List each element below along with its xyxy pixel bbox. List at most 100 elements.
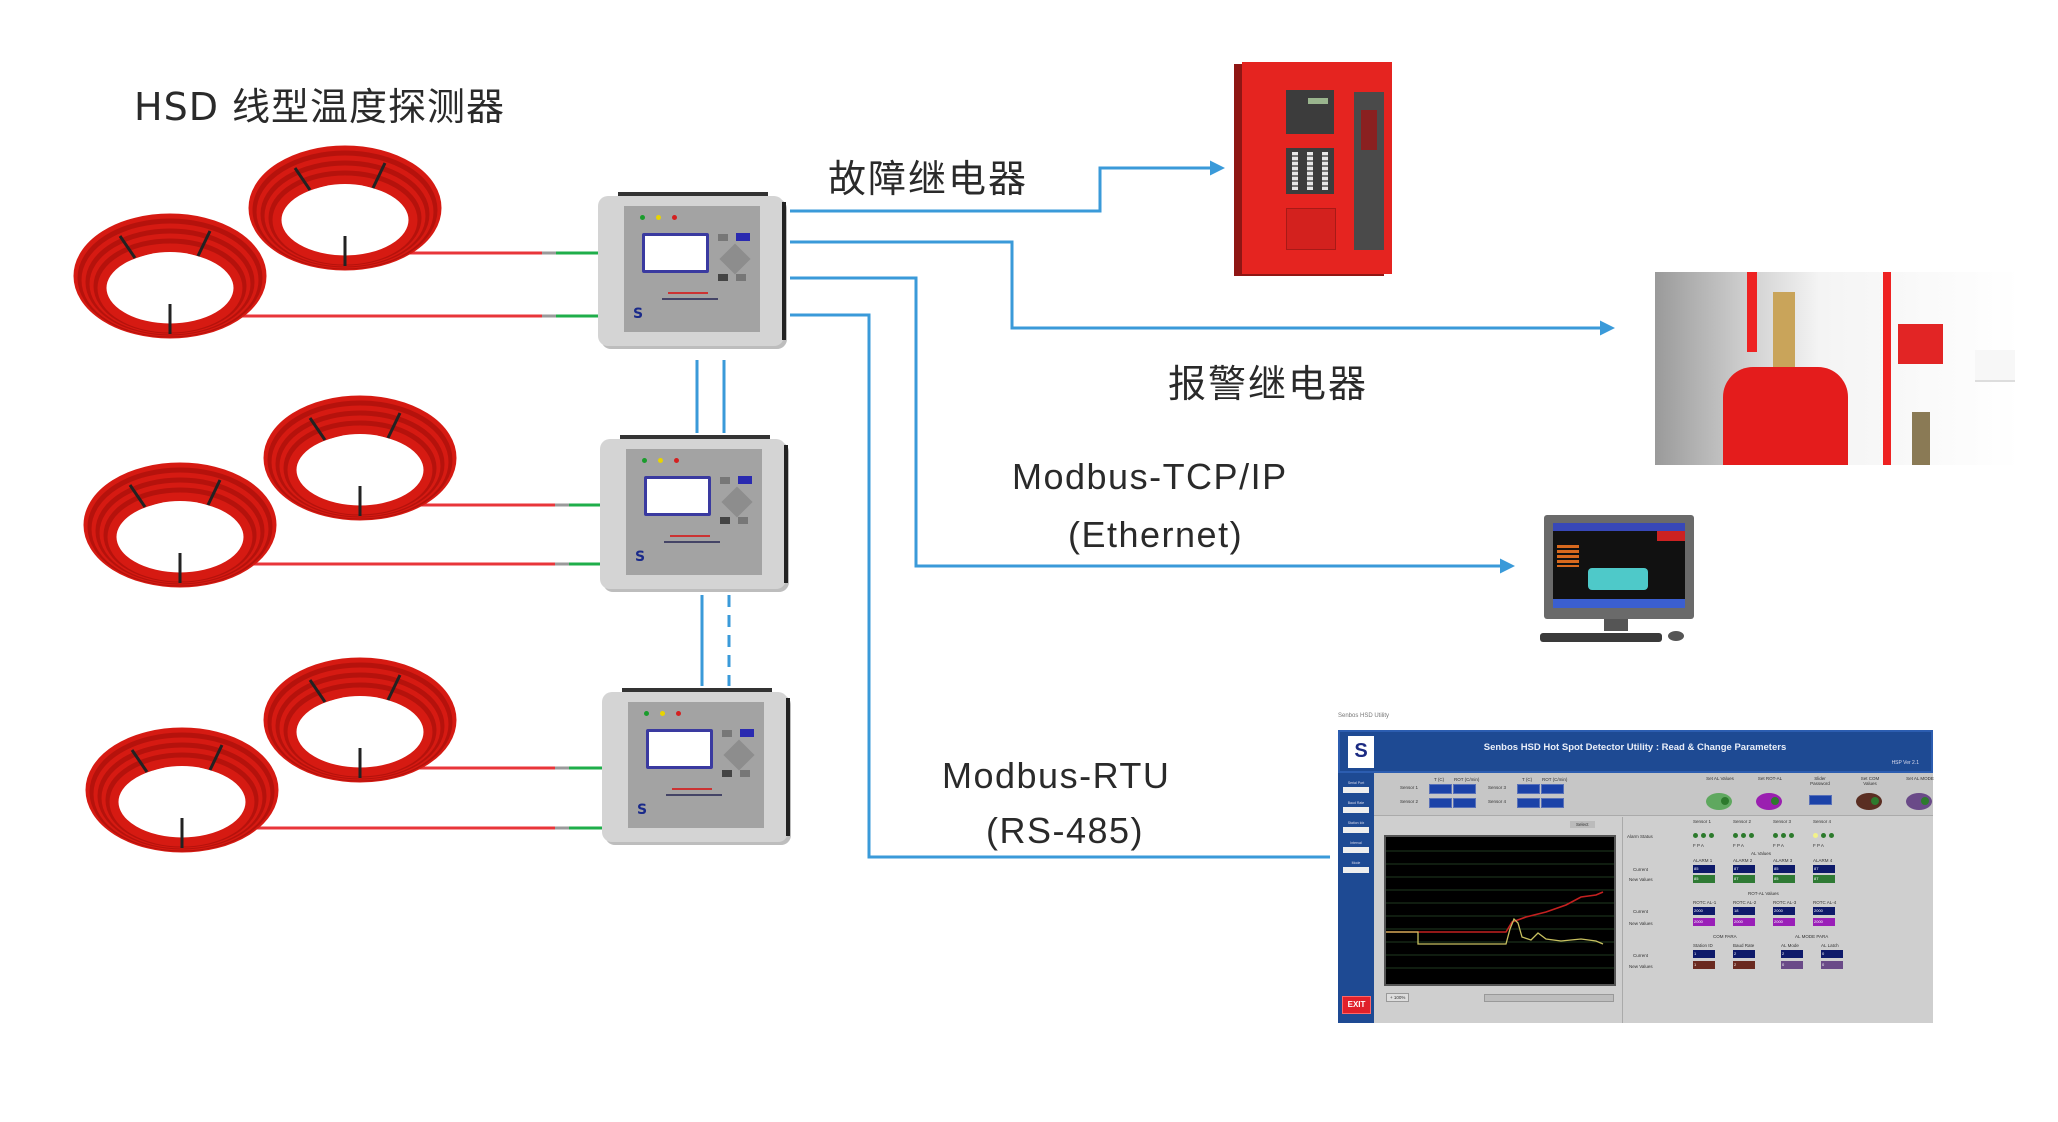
set-parameter-button[interactable]	[1856, 793, 1882, 810]
sensor-label: Sensor 2	[1400, 799, 1419, 804]
scada-computer	[1540, 515, 1710, 655]
alarm-new-value[interactable]: 85	[1773, 875, 1795, 883]
sensor-label: Sensor 3	[1488, 785, 1507, 790]
enter-key[interactable]	[738, 517, 748, 524]
sidebar-label: Mode	[1351, 861, 1361, 865]
alarm-new-value[interactable]: 85	[1693, 875, 1715, 883]
navigation-pad[interactable]	[719, 243, 751, 275]
select-dropdown[interactable]: Select	[1570, 821, 1595, 828]
rot-current-value[interactable]: 18	[1733, 907, 1755, 915]
status-led-icon	[1813, 833, 1818, 838]
chart-scrollbar[interactable]	[1484, 994, 1614, 1002]
lcd-display	[644, 476, 711, 516]
rs485-label: (RS-485)	[986, 810, 1145, 851]
navigation-pad[interactable]	[721, 486, 753, 518]
menu-key[interactable]	[722, 730, 732, 737]
sensor-2-rot	[1453, 798, 1476, 808]
function-key[interactable]	[738, 476, 752, 484]
sensor-column-header: Sensor 3	[1773, 819, 1792, 824]
keyboard-icon	[1540, 633, 1662, 642]
set-parameter-button[interactable]	[1906, 793, 1932, 810]
menu-key[interactable]	[720, 477, 730, 484]
navigation-pad[interactable]	[723, 739, 755, 771]
function-key[interactable]	[736, 233, 750, 241]
mode-new-value[interactable]: 0	[1781, 961, 1803, 969]
controller-box-2[interactable]: S	[600, 433, 794, 593]
status-led-icon	[1749, 833, 1754, 838]
rot-current-value[interactable]: 2000	[1693, 907, 1715, 915]
diagram-title: HSD 线型温度探测器	[134, 85, 506, 129]
sidebar-label: Interval	[1350, 841, 1362, 845]
rot-new-value[interactable]: 2000	[1773, 918, 1795, 926]
esc-key[interactable]	[722, 770, 732, 777]
status-led-icon	[1733, 833, 1738, 838]
trend-plot	[1386, 850, 1614, 969]
enter-key[interactable]	[736, 274, 746, 281]
exit-button[interactable]: EXIT	[1342, 996, 1371, 1014]
alarm-current-value[interactable]: 85	[1773, 865, 1795, 873]
alarm-new-value[interactable]: 87	[1733, 875, 1755, 883]
mode-current-value[interactable]: 0	[1821, 950, 1843, 958]
mode-new-value[interactable]: 0	[1821, 961, 1843, 969]
window-header: S Senbos HSD Hot Spot Detector Utility :…	[1338, 730, 1933, 773]
brand-text	[668, 292, 708, 294]
sensor-2-t	[1429, 798, 1452, 808]
serial-port-select[interactable]	[1343, 787, 1369, 793]
status-led-icon	[1701, 833, 1706, 838]
menu-key[interactable]	[718, 234, 728, 241]
version-text: HSP Ver 2.1	[1891, 760, 1919, 766]
enclosure-rail	[786, 698, 790, 836]
controller-front-panel: S	[628, 702, 764, 828]
enclosure-top-edge	[622, 688, 772, 692]
com-current-value[interactable]: 2	[1733, 950, 1755, 958]
com-current-value[interactable]: 1	[1693, 950, 1715, 958]
function-key[interactable]	[740, 729, 754, 737]
rot-header: ROTC AL-4	[1813, 900, 1837, 905]
set-parameter-button[interactable]	[1756, 793, 1782, 810]
password-slider[interactable]	[1809, 795, 1832, 805]
current-label: Current	[1633, 909, 1649, 914]
interval-field[interactable]	[1343, 847, 1369, 853]
mode-header: AL Latch	[1821, 943, 1839, 948]
rot-new-value[interactable]: 2000	[1733, 918, 1755, 926]
wall-switch	[1975, 350, 2015, 382]
set-parameter-button[interactable]	[1706, 793, 1732, 810]
mode-field[interactable]	[1343, 867, 1369, 873]
power-led-icon	[640, 215, 645, 220]
window-body: T (C) ROT (C/min) Sensor 1 Sensor 2 T (C…	[1374, 773, 1934, 1023]
param-button-label: Set AL MODE	[1906, 776, 1934, 781]
mode-current-value[interactable]: 2	[1781, 950, 1803, 958]
com-new-value[interactable]: 1	[1693, 961, 1715, 969]
sidebar-label: Serial Port	[1347, 781, 1365, 785]
alarm-current-value[interactable]: 87	[1733, 865, 1755, 873]
alarm-current-value[interactable]: 87	[1813, 865, 1835, 873]
modbus-rtu-line	[790, 313, 1330, 859]
status-led-icon	[1821, 833, 1826, 838]
rot-new-value[interactable]: 2000	[1813, 918, 1835, 926]
alarm-current-value[interactable]: 85	[1693, 865, 1715, 873]
valve-head	[1773, 292, 1795, 372]
controller-front-panel: S	[626, 449, 762, 575]
enter-key[interactable]	[740, 770, 750, 777]
com-new-value[interactable]: 2	[1733, 961, 1755, 969]
rot-current-value[interactable]: 2000	[1773, 907, 1795, 915]
controller-box-3[interactable]: S	[602, 686, 796, 846]
rot-new-value[interactable]: 2000	[1693, 918, 1715, 926]
station-idx-field[interactable]	[1343, 827, 1369, 833]
zoom-control[interactable]: + 100%	[1386, 993, 1410, 1002]
rot-current-value[interactable]: 2000	[1813, 907, 1835, 915]
baud-rate-field[interactable]	[1343, 807, 1369, 813]
esc-key[interactable]	[720, 517, 730, 524]
al-values-title: AL Values	[1751, 851, 1772, 856]
controller-front-panel: S	[624, 206, 760, 332]
esc-key[interactable]	[718, 274, 728, 281]
gas-extinguisher-image	[1655, 272, 2020, 465]
controller-box-1[interactable]: S	[598, 190, 792, 350]
power-led-icon	[642, 458, 647, 463]
detector-cable-coil	[73, 213, 267, 339]
fault-led-icon	[658, 458, 663, 463]
alarm-new-value[interactable]: 87	[1813, 875, 1835, 883]
brand-text	[670, 535, 710, 537]
